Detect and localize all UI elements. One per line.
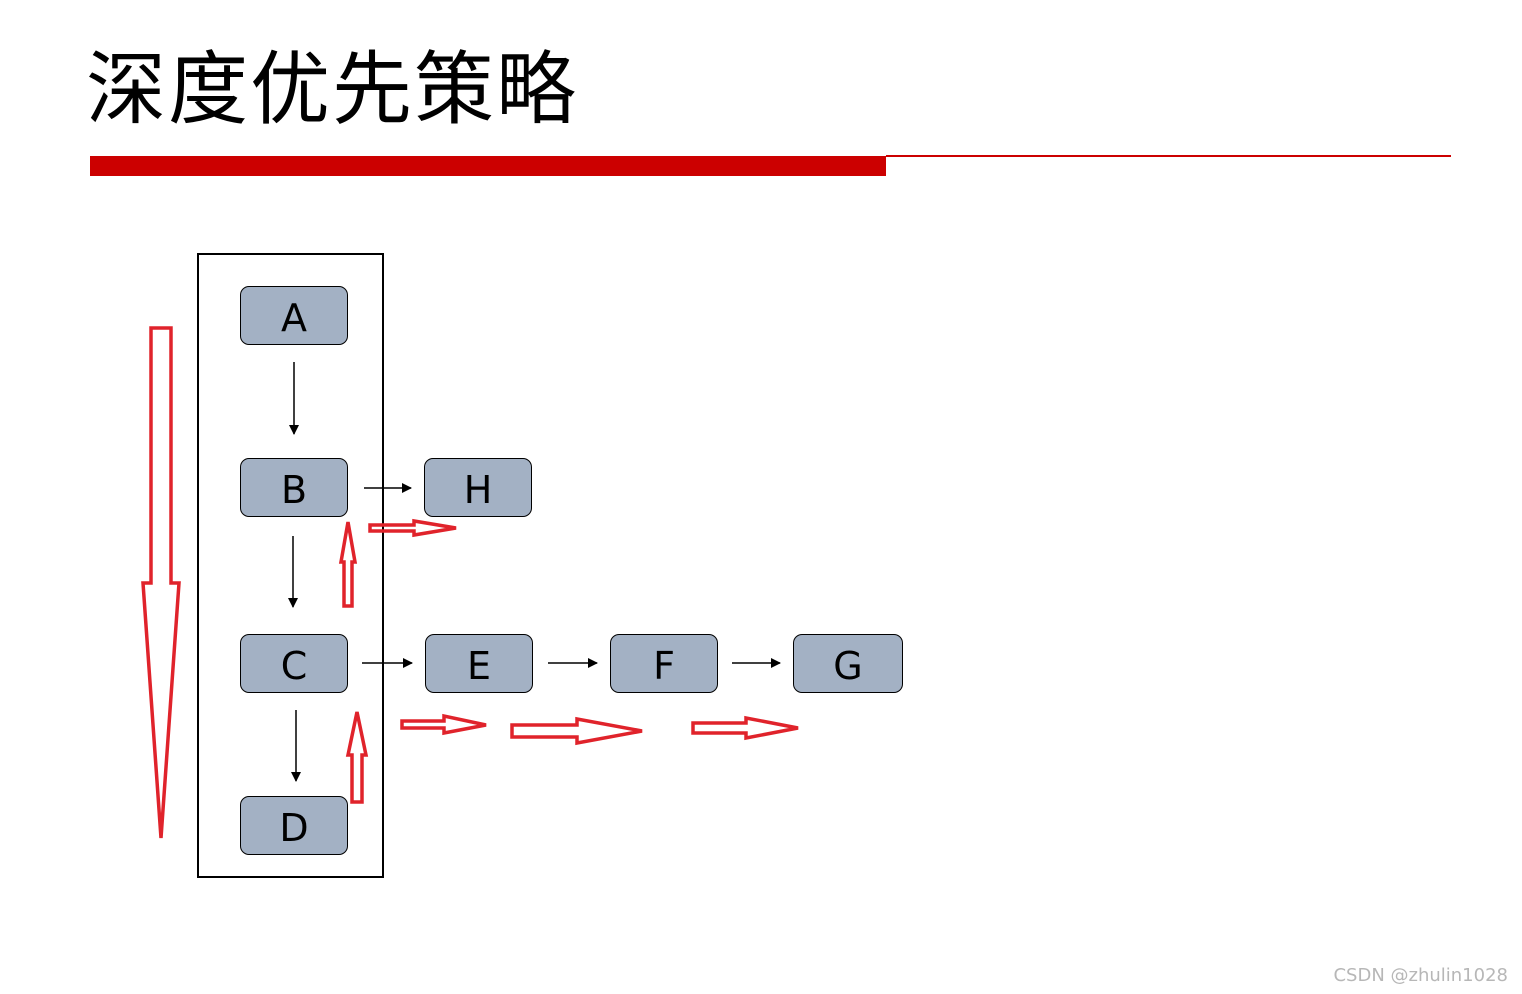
slide-title: 深度优先策略 xyxy=(86,43,578,136)
red-arrow-up-d-c xyxy=(345,711,369,804)
depth-path-frame xyxy=(197,253,384,878)
red-arrow-right-e xyxy=(400,713,487,736)
watermark: CSDN @zhulin1028 xyxy=(1333,965,1508,986)
node-f: F xyxy=(610,634,718,693)
red-arrow-right-g xyxy=(691,715,799,741)
title-underline-thick xyxy=(90,156,886,176)
node-a: A xyxy=(240,286,348,345)
red-arrow-up-c-b xyxy=(338,521,358,608)
node-h: H xyxy=(424,458,532,517)
red-arrow-right-f xyxy=(510,716,643,746)
node-b: B xyxy=(240,458,348,517)
title-underline-thin xyxy=(886,155,1451,157)
node-e: E xyxy=(425,634,533,693)
node-c: C xyxy=(240,634,348,693)
red-arrow-right-h xyxy=(368,518,457,538)
red-arrow-down-large xyxy=(141,326,181,839)
node-d: D xyxy=(240,796,348,855)
node-g: G xyxy=(793,634,903,693)
